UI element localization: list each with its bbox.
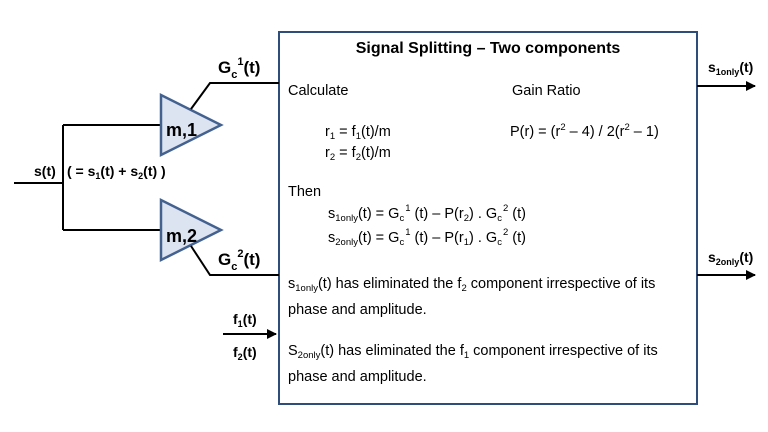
calculate-heading: Calculate: [288, 83, 348, 99]
r1-equation: r1 = f1(t)/m: [325, 124, 391, 142]
amplifier-top: [159, 92, 224, 158]
gain1-label: Gc1(t): [218, 56, 260, 81]
amp-bottom-label: m,2: [166, 226, 197, 246]
then-heading: Then: [288, 184, 321, 200]
input-sum-label: ( = s1(t) + s2(t) ): [67, 163, 166, 181]
box-title: Signal Splitting – Two components: [356, 40, 621, 57]
note2-line1: S2only(t) has eliminated the f1 componen…: [288, 343, 658, 361]
s2-equation: s2only(t) = Gc1 (t) – P(r1) . Gc2 (t): [328, 227, 526, 248]
gain-ratio-heading: Gain Ratio: [512, 83, 581, 99]
r2-equation: r2 = f2(t)/m: [325, 145, 391, 163]
input-signal-label: s(t): [34, 163, 56, 179]
gain-ratio-equation: P(r) = (r2 – 4) / 2(r2 – 1): [510, 122, 659, 140]
note1-line2: phase and amplitude.: [288, 302, 427, 318]
processing-box: [278, 31, 698, 405]
amp-top-label: m,1: [166, 120, 197, 140]
top-amp-output-line: [190, 82, 279, 110]
bottom-amp-output-line: [190, 245, 279, 276]
out2-label: s2only(t): [708, 249, 753, 267]
note2-line2: phase and amplitude.: [288, 369, 427, 385]
amplifier-bottom: [159, 197, 224, 263]
out1-label: s1only(t): [708, 59, 753, 77]
note1-line1: s1only(t) has eliminated the f2 componen…: [288, 276, 655, 294]
gain2-label: Gc2(t): [218, 248, 260, 273]
f2-input-label: f2(t): [233, 344, 257, 362]
f1-input-label: f1(t): [233, 311, 257, 329]
s1-equation: s1only(t) = Gc1 (t) – P(r2) . Gc2 (t): [328, 203, 526, 224]
